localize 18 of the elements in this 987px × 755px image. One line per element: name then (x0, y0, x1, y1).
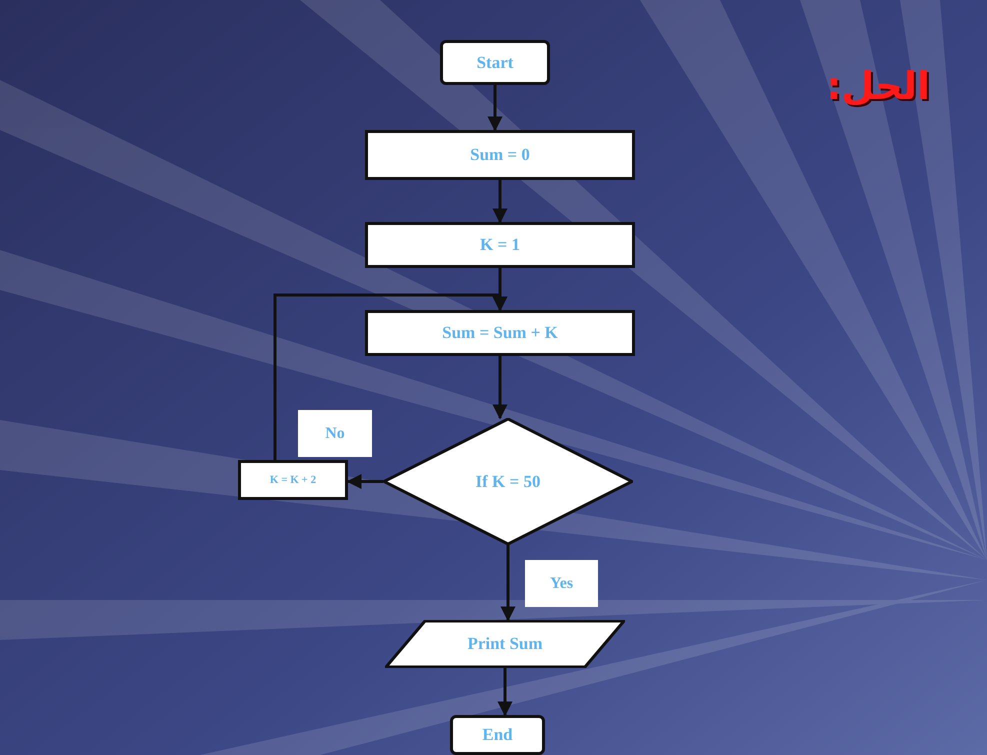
arrow (488, 85, 502, 132)
process-box: Sum = 0 (365, 130, 635, 180)
process-box: K = K + 2 (238, 460, 348, 500)
arrow (492, 180, 508, 224)
process-box: K = 1 (365, 222, 635, 268)
start-terminal: Start (440, 40, 550, 85)
end-terminal: End (450, 715, 545, 755)
arrow (346, 474, 383, 489)
decision-diamond: If K = 50 (383, 418, 633, 545)
arrow (498, 668, 512, 716)
arrow (500, 545, 516, 622)
arrow (492, 356, 508, 420)
process-box: Sum = Sum + K (365, 310, 635, 356)
title: الحل: (825, 64, 930, 108)
arrow (274, 294, 508, 460)
output-parallelogram: Print Sum (385, 620, 625, 668)
edge-label: Yes (525, 560, 598, 607)
edge-label: No (298, 410, 372, 457)
